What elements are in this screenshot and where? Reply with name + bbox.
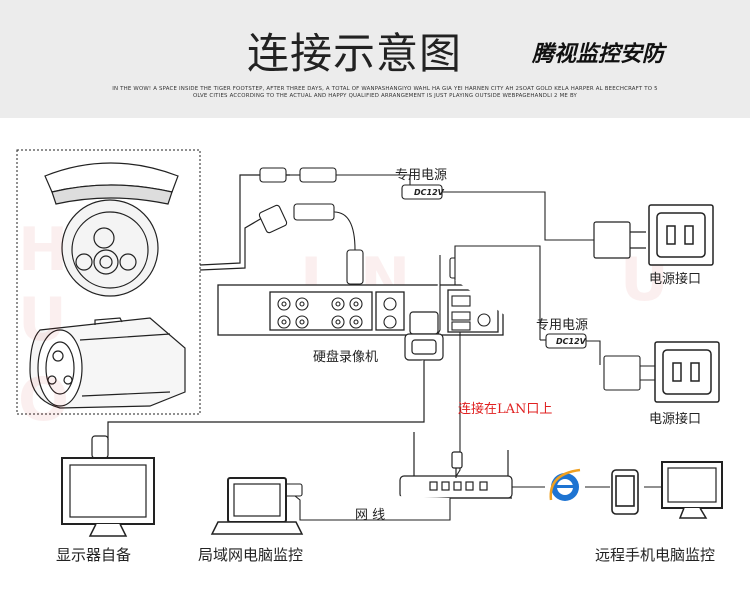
network-cable <box>283 483 665 521</box>
svg-text:O: O <box>18 365 69 435</box>
outlet-label-2: 电源接口 <box>649 412 702 427</box>
page-title: 连接示意图 <box>247 29 463 78</box>
wall-outlet-icon <box>648 204 714 266</box>
remote-label: 远程手机电脑监控 <box>595 546 716 564</box>
dvr-cables <box>431 245 541 479</box>
dvr-icon <box>217 284 504 336</box>
power-adapter-icon <box>401 175 594 241</box>
ie-browser-icon <box>549 468 581 501</box>
vga-connector <box>107 311 444 440</box>
dome-camera-icon <box>44 162 179 297</box>
wall-plug-1 <box>593 221 646 259</box>
brand-logo-text: 腾视监控安防 <box>532 41 665 67</box>
tagline-line-2: OLVE CITIES ACCORDING TO THE ACTUAL AND … <box>192 93 578 99</box>
lan-pc-label: 局域网电脑监控 <box>198 546 304 564</box>
router-icon <box>399 432 513 499</box>
power-adapter-2 <box>540 333 656 391</box>
monitor-icon <box>61 435 155 537</box>
header-tagline: IN THE WOW! A SPACE INSIDE THE TIGER FOO… <box>60 86 710 100</box>
power-supply-label-1: 专用电源 <box>395 168 448 183</box>
dvr-label: 硬盘录像机 <box>313 350 379 365</box>
header-banner: 连接示意图 腾视监控安防 IN THE WOW! A SPACE INSIDE … <box>0 0 750 118</box>
dvr-ports <box>277 295 491 331</box>
desktop-monitor-icon <box>661 461 723 519</box>
tagline-line-1: IN THE WOW! A SPACE INSIDE THE TIGER FOO… <box>112 86 658 92</box>
power-supply-label-2: 专用电源 <box>536 318 589 333</box>
phone-icon <box>611 469 639 515</box>
laptop-icon <box>210 477 304 535</box>
svg-text:H: H <box>18 215 68 285</box>
bullet-camera-icon <box>29 317 186 409</box>
wall-outlet-2 <box>654 341 720 403</box>
dc-label-1: DC12V <box>414 188 445 197</box>
svg-text:U: U <box>18 285 67 355</box>
camera-group-frame <box>16 149 201 415</box>
network-cable-label: 网 线 <box>355 508 386 523</box>
connector-cluster <box>258 167 410 298</box>
dc-label-2: DC12V <box>556 337 587 346</box>
outlet-label-1: 电源接口 <box>649 272 702 287</box>
monitor-label: 显示器自备 <box>56 546 132 564</box>
lan-note: 连接在LAN口上 <box>458 402 553 417</box>
